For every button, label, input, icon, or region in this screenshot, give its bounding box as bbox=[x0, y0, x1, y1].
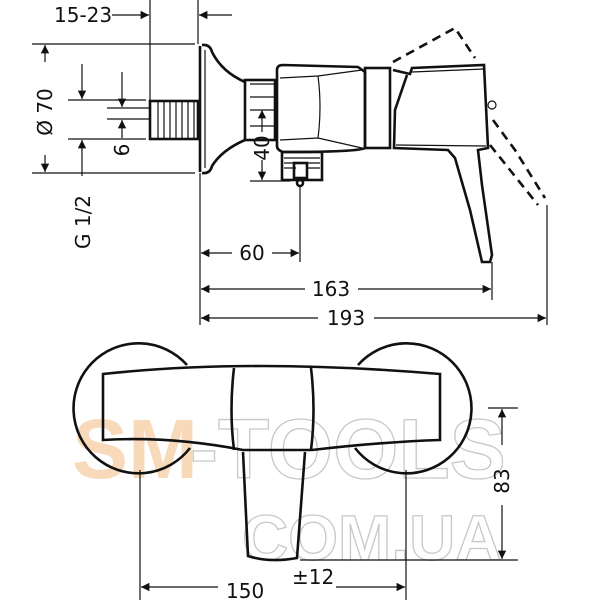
dim-lever-depth: 163 bbox=[312, 277, 350, 301]
side-dimensions: 15-23 Ø 70 G 1/2 6 40 60 163 193 bbox=[32, 0, 548, 330]
right-wall-rosette bbox=[353, 342, 473, 475]
dim-center-distance: 150 bbox=[226, 579, 264, 600]
dim-offset: 15-23 bbox=[54, 3, 112, 27]
union-nut bbox=[243, 78, 277, 142]
left-wall-rosette bbox=[72, 342, 192, 475]
front-view bbox=[72, 342, 473, 562]
dim-flange-diameter: Ø 70 bbox=[33, 88, 57, 136]
lever-front bbox=[241, 451, 307, 562]
mixer-body bbox=[275, 63, 367, 154]
watermark-domain: COM.UA bbox=[242, 502, 502, 574]
dim-outlet-distance: 60 bbox=[239, 241, 264, 265]
side-view bbox=[148, 26, 547, 264]
dim-total-depth: 193 bbox=[327, 306, 365, 330]
collar bbox=[363, 66, 392, 150]
dim-thread: G 1/2 bbox=[71, 195, 95, 249]
lever-swing-outline bbox=[392, 26, 547, 199]
watermark-sm: SM bbox=[72, 402, 198, 496]
watermark: SM -TOOLS COM.UA bbox=[72, 401, 506, 574]
dim-thread-small: 6 bbox=[110, 144, 134, 157]
dim-outlet-height: 40 bbox=[250, 135, 274, 160]
front-dimensions: 83 150 ±12 bbox=[139, 407, 518, 600]
dim-tolerance: ±12 bbox=[292, 565, 334, 589]
mixer-body-front bbox=[101, 364, 442, 452]
dim-front-height: 83 bbox=[490, 468, 514, 493]
connection-thread bbox=[148, 99, 200, 141]
lever-handle bbox=[392, 63, 494, 264]
wall-flange bbox=[198, 43, 246, 175]
